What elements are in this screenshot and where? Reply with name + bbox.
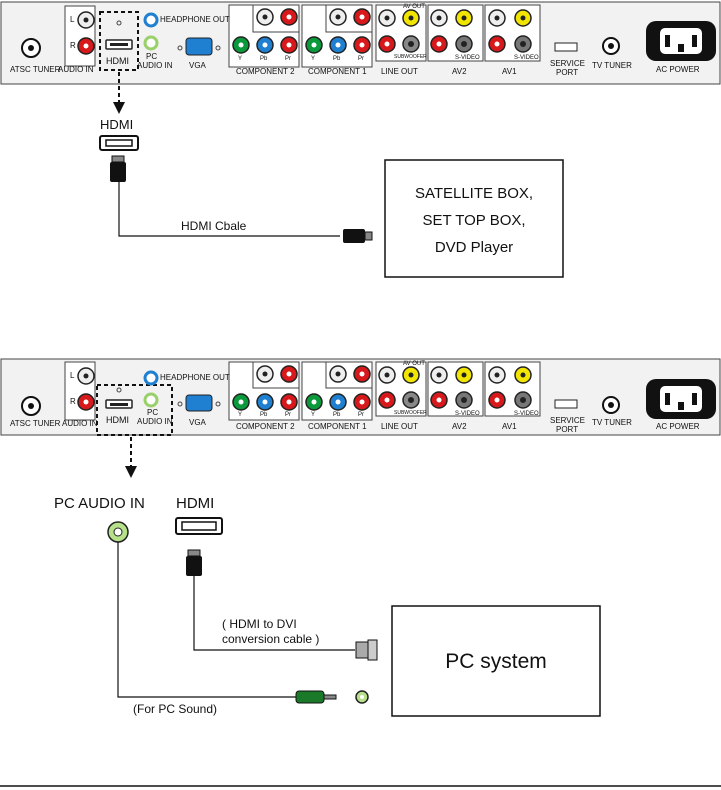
component1-label-2: COMPONENT 1 bbox=[308, 422, 367, 431]
audio-in-label: AUDIO IN bbox=[58, 65, 94, 74]
vga-label-2: VGA bbox=[189, 418, 206, 427]
service-label: SERVICE bbox=[550, 59, 585, 68]
comp2-pb-label-2: Pb bbox=[260, 412, 268, 418]
av1-s-video-label-2: S-VIDEO bbox=[514, 411, 539, 417]
line-out-label: LINE OUT bbox=[381, 67, 418, 76]
comp2-pb-label: Pb bbox=[260, 56, 268, 62]
headphone-out-label: HEADPHONE OUT bbox=[160, 15, 230, 24]
pc-label: PC bbox=[146, 52, 158, 61]
comp2-pr-label: Pr bbox=[285, 56, 291, 62]
source-device-box: SATELLITE BOX, SET TOP BOX, DVD Player bbox=[385, 180, 563, 261]
device-line-1: SATELLITE BOX, bbox=[414, 185, 534, 202]
comp2-y-label-2: Y bbox=[238, 412, 243, 418]
hdmi-connector-label-2: HDMI bbox=[176, 495, 215, 512]
ac-power-label-2: AC POWER bbox=[656, 422, 700, 431]
comp1-y-label: Y bbox=[311, 56, 316, 62]
atsc-tuner-label: ATSC TUNER bbox=[10, 65, 61, 74]
hdmi-connector-label: HDMI bbox=[100, 117, 134, 132]
hdmi-dvi-cable-label: ( HDMI to DVI conversion cable ) bbox=[222, 617, 319, 647]
tv-tuner-label-2: TV TUNER bbox=[592, 418, 632, 427]
line-out-label-2: LINE OUT bbox=[381, 422, 418, 431]
diagram-2-connections bbox=[107, 437, 601, 717]
component2-label: COMPONENT 2 bbox=[236, 67, 295, 76]
component2-label-2: COMPONENT 2 bbox=[236, 422, 295, 431]
device-line-3: DVD Player bbox=[434, 239, 514, 256]
subwoofer-label-2: SUBWOOFER bbox=[394, 410, 427, 416]
av1-s-video-label: S-VIDEO bbox=[514, 55, 539, 61]
cable-line-2: conversion cable ) bbox=[222, 632, 320, 646]
hdmi-cable-label: HDMI Cbale bbox=[181, 219, 247, 233]
comp2-pr-label-2: Pr bbox=[285, 412, 291, 418]
pc-system-label: PC system bbox=[445, 650, 547, 673]
audio-r-label: R bbox=[70, 41, 76, 50]
av1-label-2: AV1 bbox=[502, 422, 517, 431]
pc-audio-in-label: AUDIO IN bbox=[137, 61, 173, 70]
av2-s-video-label: S-VIDEO bbox=[455, 55, 480, 61]
rear-panel-1 bbox=[0, 1, 721, 85]
ac-power-label: AC POWER bbox=[656, 65, 700, 74]
port-label: PORT bbox=[556, 68, 579, 77]
comp2-y-label: Y bbox=[238, 56, 243, 62]
diagram-1-connections bbox=[99, 72, 564, 278]
subwoofer-label: SUBWOOFER bbox=[394, 54, 427, 60]
av1-label: AV1 bbox=[502, 67, 517, 76]
vga-label: VGA bbox=[189, 61, 206, 70]
tv-tuner-label: TV TUNER bbox=[592, 61, 632, 70]
service-label-2: SERVICE bbox=[550, 416, 585, 425]
av2-label-2: AV2 bbox=[452, 422, 467, 431]
comp1-pb-label-2: Pb bbox=[333, 412, 341, 418]
audio-r-label-2: R bbox=[70, 397, 76, 406]
pc-audio-in-connector-label: PC AUDIO IN bbox=[54, 495, 145, 512]
comp1-pb-label: Pb bbox=[333, 56, 341, 62]
hdmi-port-label: HDMI bbox=[106, 56, 129, 66]
av2-label: AV2 bbox=[452, 67, 467, 76]
comp1-pr-label: Pr bbox=[358, 56, 364, 62]
device-line-2: SET TOP BOX, bbox=[422, 212, 526, 229]
rear-panel-2 bbox=[0, 358, 721, 436]
comp1-y-label-2: Y bbox=[311, 412, 316, 418]
pc-sound-label: (For PC Sound) bbox=[133, 702, 218, 716]
comp1-pr-label-2: Pr bbox=[358, 412, 364, 418]
cable-line-1: ( HDMI to DVI bbox=[222, 617, 297, 631]
atsc-tuner-label-2: ATSC TUNER bbox=[10, 419, 61, 428]
port-label-2: PORT bbox=[556, 425, 579, 434]
audio-l-label: L bbox=[70, 15, 75, 24]
hdmi-port-label-2: HDMI bbox=[106, 415, 129, 425]
component1-label: COMPONENT 1 bbox=[308, 67, 367, 76]
av-out-label-2: AV OUT bbox=[403, 361, 425, 367]
av-out-label: AV OUT bbox=[403, 4, 425, 10]
headphone-out-label-2: HEADPHONE OUT bbox=[160, 373, 230, 382]
av2-s-video-label-2: S-VIDEO bbox=[455, 411, 480, 417]
audio-l-label-2: L bbox=[70, 371, 75, 380]
audio-in-label-2: AUDIO IN bbox=[62, 419, 98, 428]
pc-audio-in-label-2: AUDIO IN bbox=[137, 417, 173, 426]
pc-label-2: PC bbox=[147, 408, 159, 417]
